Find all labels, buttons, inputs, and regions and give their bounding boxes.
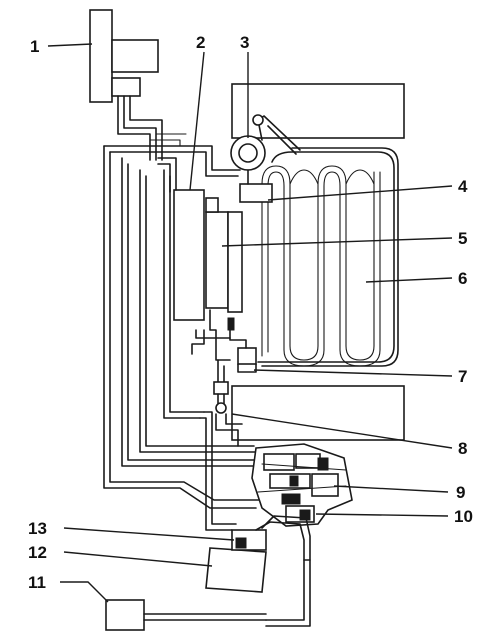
component-3-pump: [230, 114, 301, 203]
component-2: [173, 189, 205, 321]
callout-12: 12: [28, 543, 47, 562]
component-6-coil: [257, 147, 399, 367]
callout-3: 3: [240, 33, 249, 52]
callout-1: 1: [30, 37, 39, 56]
component-5-cap: [205, 197, 219, 213]
upper-right-panel: [231, 83, 405, 139]
leader-7: [253, 369, 453, 377]
leader-12: [63, 551, 213, 567]
component-5-side: [227, 211, 243, 313]
callout-5: 5: [458, 229, 467, 248]
leader-5: [221, 237, 453, 247]
component-12-13: [205, 515, 311, 627]
callout-2: 2: [196, 33, 205, 52]
leader-9: [333, 485, 449, 493]
callout-8: 8: [458, 439, 467, 458]
component-1: [89, 9, 159, 103]
leader-11: [60, 581, 109, 603]
leader-6: [365, 277, 453, 283]
callout-6: 6: [458, 269, 467, 288]
callout-7: 7: [458, 367, 467, 386]
callout-13: 13: [28, 519, 47, 538]
callout-10: 10: [454, 507, 473, 526]
component-5: [205, 211, 229, 309]
leader-8: [231, 413, 453, 449]
leader-4: [267, 185, 453, 201]
leader-2: [189, 51, 205, 191]
valve-cluster-9-10: [251, 443, 353, 527]
leader-1: [47, 43, 93, 47]
callout-11: 11: [28, 573, 46, 592]
leader-13: [63, 527, 235, 541]
callout-9: 9: [456, 483, 465, 502]
component-7: [227, 317, 257, 373]
callout-4: 4: [458, 177, 468, 196]
leader-10: [315, 513, 449, 517]
hose-bundle: [103, 95, 263, 509]
lower-right-panel: [231, 385, 405, 441]
center-lines: [191, 309, 243, 531]
component-11: [105, 599, 267, 631]
